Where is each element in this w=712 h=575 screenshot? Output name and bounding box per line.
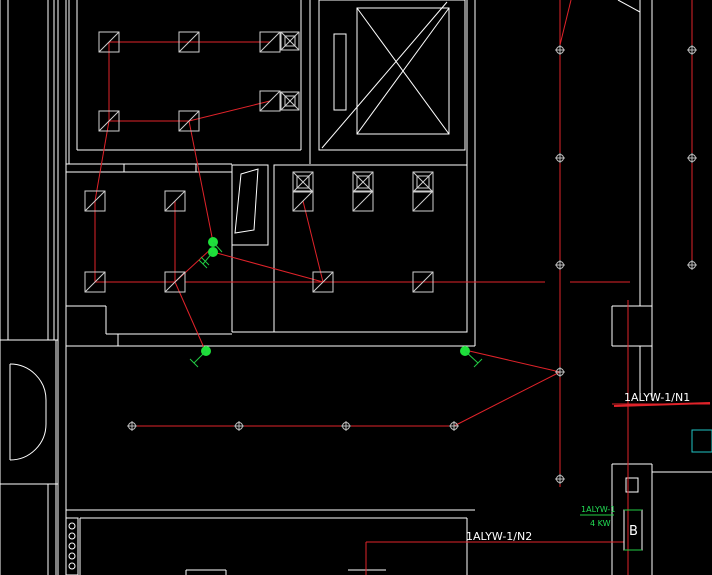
light-fixture-icon [312,271,334,293]
exhaust-fan-icon [280,91,300,111]
light-fixture-icon [412,190,434,212]
light-fixture-icon [84,271,106,293]
light-fixture-icon [98,110,120,132]
circuit-label-n1: 1ALYW-1/N1 [624,391,690,404]
junction-node-icon [234,421,244,431]
switches [189,237,483,368]
panel-box-label: B [629,524,638,539]
light-fixture-icon [259,90,281,112]
panel-power-label: 4 KW [590,519,611,528]
exhaust-fan-icon [292,171,314,193]
exhaust-fans [280,31,434,193]
light-fixture-icon [178,31,200,53]
light-fixture-icon [164,190,186,212]
junction-node-icon [555,153,565,163]
switch-icon [460,346,483,368]
light-fixtures [84,31,434,293]
junction-node-icon [555,474,565,484]
light-fixture-icon [164,271,186,293]
light-fixture-icon [412,271,434,293]
junction-nodes [127,45,697,484]
hatched-wall [65,517,79,575]
highlight-underline [613,402,711,407]
circuit-label-n2: 1ALYW-1/N2 [466,530,532,543]
light-fixture-icon [84,190,106,212]
exhaust-fan-icon [352,171,374,193]
exhaust-fan-icon [280,31,300,51]
junction-node-icon [341,421,351,431]
junction-node-icon [687,45,697,55]
light-fixture-icon [292,190,314,212]
wiring [94,0,710,575]
panel-id-label: 1ALYW-1 [581,505,615,514]
light-fixture-icon [352,190,374,212]
switch-icon [189,346,211,368]
junction-node-icon [687,260,697,270]
light-fixture-icon [98,31,120,53]
junction-node-icon [449,421,459,431]
exhaust-fan-icon [412,171,434,193]
light-fixture-icon [259,31,281,53]
light-fixture-icon [178,110,200,132]
cyan-equipment [691,429,712,453]
distribution-panel-icon: B [623,509,643,551]
junction-node-icon [555,45,565,55]
junction-node-icon [687,153,697,163]
junction-node-icon [555,367,565,377]
junction-node-icon [127,421,137,431]
switch-icon [198,237,223,269]
door-swing-icon [9,363,47,461]
junction-node-icon [555,260,565,270]
